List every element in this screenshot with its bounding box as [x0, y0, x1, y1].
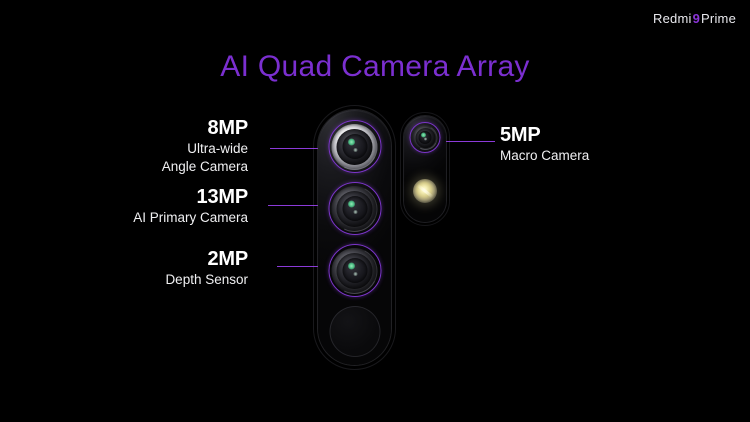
- callout-ultrawide-megapixels: 8MP: [207, 117, 248, 139]
- camera-module: [313, 105, 396, 370]
- leader-line-ultrawide: [270, 148, 330, 150]
- callout-depth-name-line1: Depth Sensor: [165, 272, 248, 287]
- primary-lens-icon: [325, 179, 384, 238]
- callout-ultrawide-name-line1: Ultra-wide: [187, 141, 248, 156]
- brand-suffix: Prime: [701, 11, 736, 26]
- lens-accent-ring: [328, 120, 381, 173]
- led-flash-icon: [413, 179, 437, 203]
- callout-depth-megapixels: 2MP: [207, 248, 248, 270]
- brand-model-number: 9: [692, 11, 701, 26]
- lens-accent-ring: [409, 122, 441, 153]
- page-title: AI Quad Camera Array: [220, 50, 530, 83]
- callout-depth: 2MP Depth Sensor: [165, 248, 248, 289]
- lens-accent-ring: [328, 244, 381, 297]
- leader-line-primary: [268, 205, 330, 207]
- callout-macro-name-line1: Macro Camera: [500, 148, 590, 163]
- lens-accent-ring: [328, 182, 381, 235]
- leader-line-depth: [277, 266, 330, 268]
- callout-primary-megapixels: 13MP: [196, 186, 249, 208]
- brand-prefix: Redmi: [653, 11, 692, 26]
- callout-primary-name-line1: AI Primary Camera: [133, 210, 248, 225]
- bottom-circle: [329, 306, 380, 357]
- ultrawide-lens-icon: [325, 117, 384, 176]
- macro-camera-module: [400, 112, 450, 226]
- callout-macro: 5MP Macro Camera: [500, 124, 589, 165]
- callout-primary: 13MP AI Primary Camera: [133, 186, 248, 227]
- callout-ultrawide-name-line2: Angle Camera: [161, 158, 248, 174]
- brand-logo: Redmi9Prime: [653, 11, 736, 26]
- callout-ultrawide: 8MP Ultra-wide Angle Camera: [162, 117, 248, 175]
- macro-lens-icon: [409, 122, 441, 153]
- depth-lens-icon: [325, 241, 384, 300]
- callout-macro-megapixels: 5MP: [500, 124, 541, 146]
- leader-line-macro: [437, 141, 495, 143]
